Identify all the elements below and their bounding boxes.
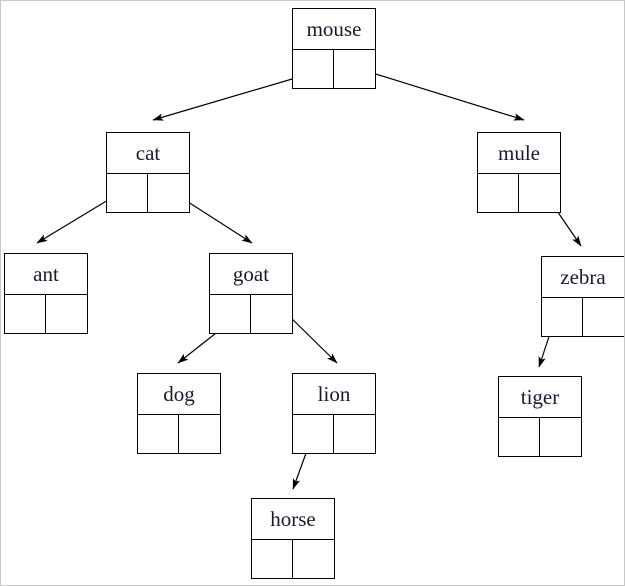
tree-node-pointer-row: [293, 415, 375, 453]
tree-node-label: horse: [252, 499, 334, 540]
tree-node-right-pointer-cell[interactable]: [583, 298, 624, 336]
tree-node-goat[interactable]: goat: [209, 253, 293, 334]
tree-edge-goat-to-lion: [285, 312, 338, 364]
tree-node-pointer-row: [499, 418, 581, 456]
tree-node-lion[interactable]: lion: [292, 373, 376, 454]
tree-node-left-pointer-cell[interactable]: [542, 298, 583, 336]
tree-node-right-pointer-cell[interactable]: [519, 174, 560, 212]
tree-node-right-pointer-cell[interactable]: [334, 50, 375, 88]
tree-node-label: mouse: [293, 9, 375, 50]
tree-node-tiger[interactable]: tiger: [498, 376, 582, 457]
tree-node-label: mule: [478, 133, 560, 174]
tree-node-horse[interactable]: horse: [251, 498, 335, 579]
tree-node-right-pointer-cell[interactable]: [293, 540, 334, 578]
tree-node-mouse[interactable]: mouse: [292, 8, 376, 89]
tree-node-right-pointer-cell[interactable]: [148, 174, 189, 212]
tree-node-dog[interactable]: dog: [137, 373, 221, 454]
tree-node-left-pointer-cell[interactable]: [499, 418, 540, 456]
tree-node-right-pointer-cell[interactable]: [251, 295, 292, 333]
tree-node-left-pointer-cell[interactable]: [478, 174, 519, 212]
tree-node-right-pointer-cell[interactable]: [334, 415, 375, 453]
tree-node-pointer-row: [252, 540, 334, 578]
tree-node-left-pointer-cell[interactable]: [293, 415, 334, 453]
tree-node-pointer-row: [210, 295, 292, 333]
tree-edge-mouse-to-cat: [152, 73, 310, 121]
tree-node-right-pointer-cell[interactable]: [179, 415, 220, 453]
tree-node-pointer-row: [542, 298, 624, 336]
tree-node-label: cat: [107, 133, 189, 174]
tree-node-label: dog: [138, 374, 220, 415]
tree-node-pointer-row: [138, 415, 220, 453]
tree-node-left-pointer-cell[interactable]: [293, 50, 334, 88]
tree-edge-mouse-to-mule: [352, 66, 525, 121]
tree-node-left-pointer-cell[interactable]: [252, 540, 293, 578]
tree-node-pointer-row: [293, 50, 375, 88]
tree-node-left-pointer-cell[interactable]: [107, 174, 148, 212]
tree-node-label: zebra: [542, 257, 624, 298]
tree-node-zebra[interactable]: zebra: [541, 256, 624, 337]
tree-node-right-pointer-cell[interactable]: [46, 295, 87, 333]
tree-node-cat[interactable]: cat: [106, 132, 190, 213]
tree-node-right-pointer-cell[interactable]: [540, 418, 581, 456]
tree-node-ant[interactable]: ant: [4, 253, 88, 334]
tree-node-label: lion: [293, 374, 375, 415]
tree-node-label: ant: [5, 254, 87, 295]
tree-node-label: tiger: [499, 377, 581, 418]
tree-node-pointer-row: [107, 174, 189, 212]
tree-node-label: goat: [210, 254, 292, 295]
tree-node-mule[interactable]: mule: [477, 132, 561, 213]
tree-node-left-pointer-cell[interactable]: [210, 295, 251, 333]
tree-node-pointer-row: [478, 174, 560, 212]
tree-node-left-pointer-cell[interactable]: [5, 295, 46, 333]
tree-node-pointer-row: [5, 295, 87, 333]
tree-node-left-pointer-cell[interactable]: [138, 415, 179, 453]
